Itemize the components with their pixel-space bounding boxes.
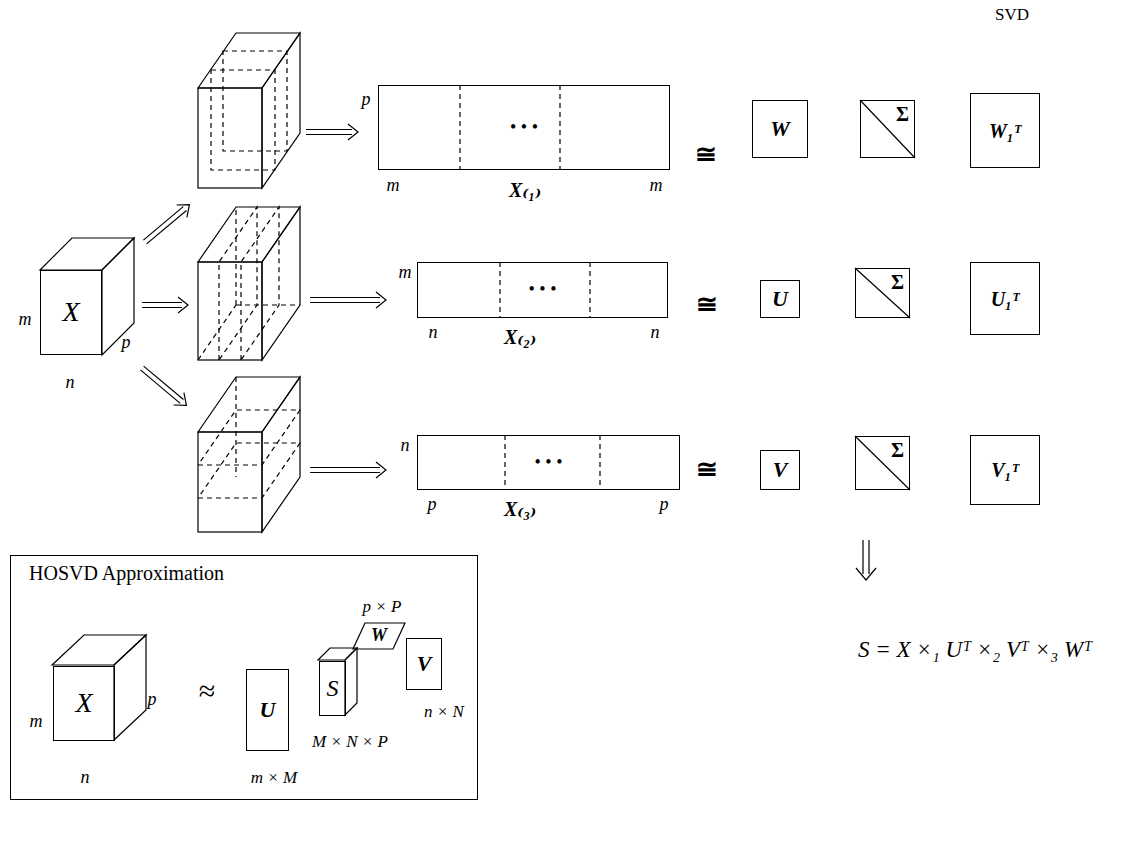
double-arrow [140,199,195,249]
singular-value-matrix: Σ [855,268,910,318]
node-text: V [417,652,432,676]
factor-matrix-transpose: V₁ᵀ [970,435,1040,505]
node-text: U₁ᵀ [991,288,1020,310]
double-arrow [310,292,386,308]
double-arrow [137,362,192,412]
lateral-slices-cuboid [198,207,300,360]
unfolding-matrix: • • • [417,435,680,490]
singular-value-matrix: Σ [855,436,910,490]
sigma-diagonal [855,100,915,490]
factor-matrix-transpose: U₁ᵀ [970,262,1040,335]
tensor-cube: X [40,270,102,355]
double-arrow [310,462,386,478]
dimension-label: m [399,263,412,283]
factor-matrix: V [406,638,442,690]
node-text: Σ [891,439,904,461]
down-double-arrow [856,540,876,580]
matrix-name: X₍₁₎ [509,179,541,201]
approx-symbol: ≅ [695,141,717,170]
dimension-label: n [66,373,75,393]
singular-value-matrix: Σ [860,100,915,158]
unfolding-matrix: • • • [378,85,670,170]
node-text: • • • [529,280,557,300]
factor-matrix-parallelogram: W [353,623,405,649]
double-arrow [142,297,188,313]
node-text: U [772,287,788,311]
node-text: X [62,297,79,328]
frontal-slices-cuboid [198,33,300,188]
dimension-label: n [651,323,660,343]
approx-symbol: ≅ [696,456,718,485]
approx-symbol: ≅ [696,291,718,320]
dimension-label: n [429,323,438,343]
horizontal-slices-cuboid [198,377,300,532]
double-arrow [306,124,358,140]
dimension-label: n [81,768,90,788]
section-heading: SVD [995,6,1029,25]
dimension-label: n × N [424,703,464,722]
node-text: V [773,458,788,482]
node-text: • • • [510,118,538,138]
dimension-label: m [19,310,32,330]
dimension-label: m [387,176,400,196]
core-tensor-equation: S = X ×₁ Uᵀ ×₂ Vᵀ ×₃ Wᵀ [858,637,1092,662]
dimension-label: m [30,712,43,732]
dimension-label: p [362,90,371,110]
factor-matrix: U [760,280,800,318]
dimension-label: p × P [363,598,402,617]
hosvd-panel: HOSVD ApproximationX U S W V [10,555,478,800]
unfolding-separators [460,85,600,490]
node-text: W [770,117,790,141]
cube-depth [52,635,357,740]
matrix-name: X₍₂₎ [504,326,536,348]
dimension-label: n [401,436,410,456]
dimension-label: p [428,495,437,515]
dimension-label: M × N × P [312,733,388,752]
factor-matrix-transpose: W₁ᵀ [970,93,1040,168]
dimension-label: p [148,690,157,710]
factor-matrix: W [752,100,808,158]
unfolding-matrix: • • • [417,262,668,318]
node-text: Σ [896,103,909,125]
node-text: W [371,626,387,646]
node-text: • • • [535,453,563,473]
node-text: U [260,698,276,722]
node-text: X [75,688,92,719]
dimension-label: m [650,176,663,196]
cube-depth [40,238,134,355]
factor-matrix: U [246,669,289,751]
matrix-name: X₍₃₎ [504,498,536,520]
node-text: Σ [891,271,904,293]
dimension-label: m × M [251,769,297,788]
dimension-label: p [122,333,131,353]
factor-matrix: V [760,450,800,490]
core-tensor-cube: S [319,661,346,716]
node-text: W₁ᵀ [989,120,1021,142]
node-text: V₁ᵀ [991,459,1019,481]
tensor-cube: X [53,666,115,741]
approx-symbol: ≈ [199,674,215,707]
dimension-label: p [660,495,669,515]
node-text: HOSVD Approximation [29,562,224,584]
node-text: S [327,675,339,701]
parallelogram-outline [353,623,405,649]
